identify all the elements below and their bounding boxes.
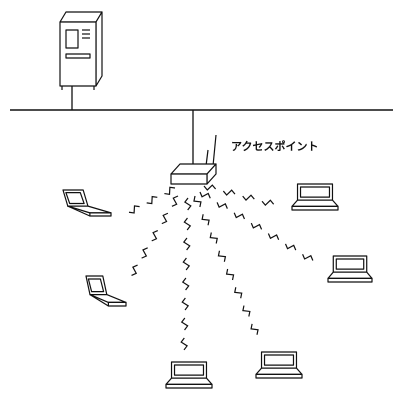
wireless-signal-icon <box>261 199 275 207</box>
wireless-signal-icon <box>216 202 228 209</box>
wireless-signal-icon <box>141 247 148 259</box>
wireless-links <box>128 184 314 351</box>
wireless-access-point-icon <box>170 134 217 185</box>
wireless-signal-icon <box>203 184 217 191</box>
wireless-signal-icon <box>181 277 190 291</box>
wireless-link-laptop-6 <box>203 184 275 207</box>
laptop-icon <box>291 183 339 211</box>
wireless-signal-icon <box>225 268 235 281</box>
wireless-signal-icon <box>193 195 202 208</box>
server-tower-icon <box>59 11 103 90</box>
wireless-signal-icon <box>161 212 169 225</box>
wireless-signal-icon <box>180 317 189 331</box>
wireless-signal-icon <box>242 305 251 317</box>
wireless-signal-icon <box>302 253 314 261</box>
laptop-icon <box>165 361 213 389</box>
wireless-signal-icon <box>284 243 297 251</box>
wireless-signal-icon <box>164 186 176 195</box>
wireless-signal-icon <box>242 194 255 201</box>
wireless-signal-icon <box>233 212 246 220</box>
access-point-label: アクセスポイント <box>231 139 318 153</box>
wireless-signal-icon <box>234 287 243 299</box>
wireless-link-laptop-2 <box>131 195 179 276</box>
laptop-icon <box>85 275 127 307</box>
wireless-signal-icon <box>181 297 190 311</box>
wireless-link-laptop-4 <box>193 195 259 335</box>
wireless-signal-icon <box>267 233 280 240</box>
wireless-link-laptop-3 <box>180 197 192 351</box>
wireless-signal-icon <box>151 229 159 242</box>
wireless-signal-icon <box>184 197 192 211</box>
wireless-signal-icon <box>209 232 218 244</box>
wireless-link-laptop-1 <box>128 186 176 214</box>
wireless-signal-icon <box>182 237 191 251</box>
wireless-signal-icon <box>180 337 188 351</box>
wireless-signal-icon <box>222 189 236 196</box>
wireless-signal-icon <box>182 257 191 271</box>
wireless-signal-icon <box>146 195 158 205</box>
laptop-icon <box>62 189 112 217</box>
wireless-signal-icon <box>250 323 259 335</box>
wireless-signal-icon <box>183 217 192 231</box>
wireless-signal-icon <box>128 205 140 214</box>
wireless-signal-icon <box>131 264 138 276</box>
wireless-signal-icon <box>250 222 263 230</box>
wireless-signal-icon <box>217 250 227 262</box>
wireless-link-laptop-5 <box>199 191 314 261</box>
wireless-signal-icon <box>199 191 211 199</box>
laptop-icon <box>327 255 373 283</box>
wireless-signal-icon <box>171 195 179 207</box>
laptop-icon <box>255 351 303 379</box>
wireless-signal-icon <box>201 214 210 226</box>
laptops <box>62 183 373 389</box>
